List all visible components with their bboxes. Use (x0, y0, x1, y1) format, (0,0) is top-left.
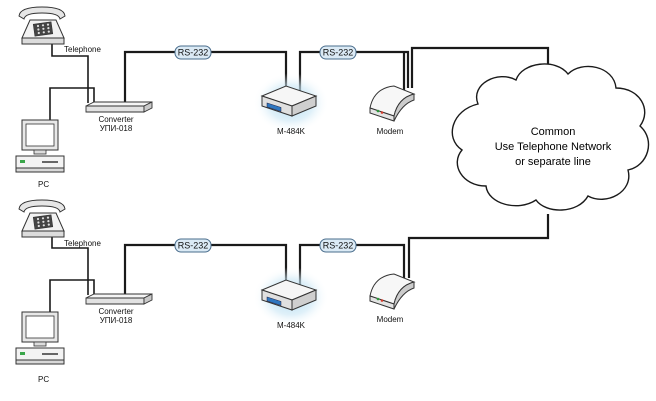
svg-text:RS-232: RS-232 (178, 241, 209, 251)
modem-icon-top (369, 85, 415, 122)
converter-label-top-line1: Converter (98, 115, 133, 124)
cloud-shape (451, 63, 650, 211)
rs232-link-label-top-right: RS-232 (319, 45, 357, 60)
m484k-label-bottom: M-484K (277, 321, 306, 330)
modem-label-top: Modem (377, 127, 404, 136)
pc-icon-top (15, 119, 65, 173)
converter-label-bottom-line1: Converter (98, 307, 133, 316)
m484k-label-top: M-484K (277, 127, 306, 136)
converter-icon-top (85, 101, 153, 113)
converter-label-bottom-line2: УПИ-018 (100, 316, 133, 325)
phone-to-converter-wire-bottom (51, 233, 89, 295)
telephone-icon-top (18, 6, 66, 45)
cloud-label-line2: Use Telephone Network (495, 141, 612, 153)
pc-to-converter-wire-bottom (49, 279, 95, 313)
bottom-segment: RS-232 RS-232 Telephone PC Converter УПИ… (15, 199, 550, 384)
rs232-link-label-bottom-right: RS-232 (319, 238, 357, 253)
cloud-label-line1: Common (531, 126, 576, 138)
svg-text:RS-232: RS-232 (323, 241, 354, 251)
modem-to-network-wire-bottom (407, 214, 550, 278)
converter-icon-bottom (85, 293, 153, 305)
cloud-label-line3: or separate line (515, 156, 591, 168)
network-cloud: Common Use Telephone Network or separate… (451, 63, 650, 211)
telephone-label-top: Telephone (64, 45, 101, 54)
rs232-link-label-bottom-left: RS-232 (174, 238, 212, 253)
modem-label-bottom: Modem (377, 315, 404, 324)
converter-label-top-line2: УПИ-018 (100, 124, 133, 133)
pc-icon-bottom (15, 311, 65, 365)
rs232-link-label-top-left: RS-232 (174, 45, 212, 60)
pc-label-bottom: PC (38, 375, 49, 384)
telephone-icon-bottom (18, 199, 66, 238)
svg-text:RS-232: RS-232 (178, 48, 209, 58)
pc-label-top: PC (38, 180, 49, 189)
phone-to-converter-wire-top (51, 40, 89, 103)
pc-to-converter-wire-top (49, 87, 95, 121)
modem-icon-bottom (369, 273, 415, 310)
telephone-label-bottom: Telephone (64, 239, 101, 248)
svg-text:RS-232: RS-232 (323, 48, 354, 58)
top-segment: RS-232 RS-232 Telephone PC Converter УПИ… (15, 6, 550, 189)
